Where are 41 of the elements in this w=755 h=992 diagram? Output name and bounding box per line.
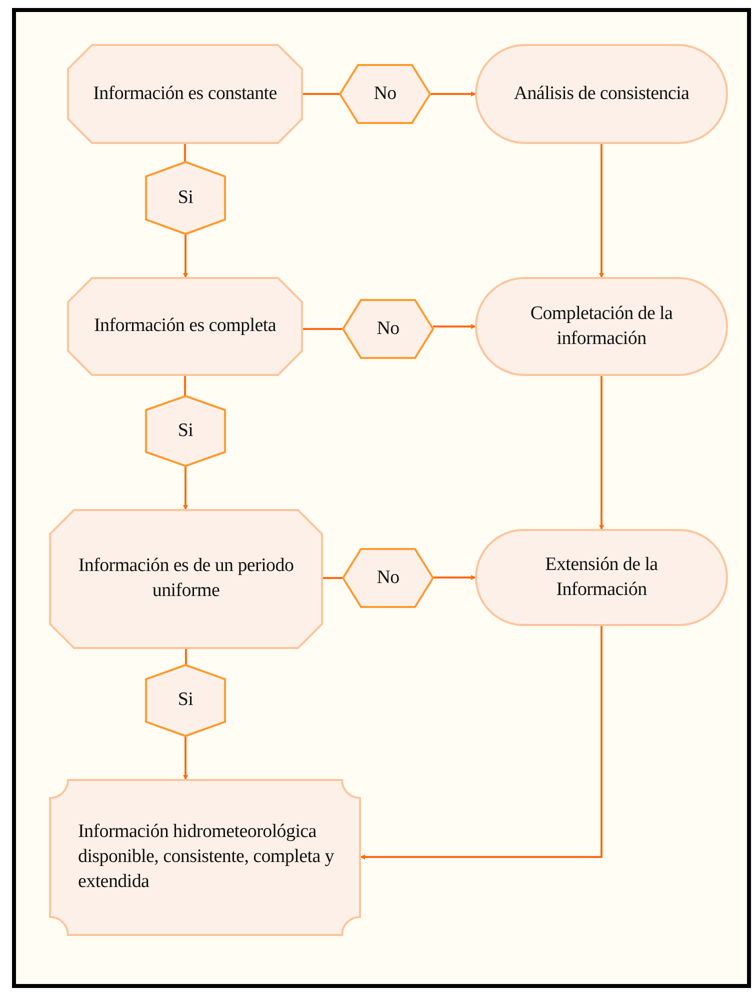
box-label: Análisis de consistencia bbox=[514, 82, 690, 106]
box-label: Información es de un periodo uniforme bbox=[77, 554, 295, 603]
box-label: Información es constante bbox=[93, 82, 277, 106]
box-label: Completación de la información bbox=[529, 302, 674, 350]
process-box bbox=[50, 510, 322, 648]
decision-hexagon bbox=[146, 396, 225, 466]
process-box bbox=[476, 278, 727, 375]
box-label: Extensión de la Información bbox=[544, 552, 659, 602]
connector-line bbox=[185, 648, 187, 665]
decision-hexagon bbox=[146, 162, 225, 234]
process-box bbox=[68, 45, 302, 143]
decision-label: No bbox=[376, 566, 400, 590]
decision-hexagon bbox=[146, 665, 225, 736]
connector-line bbox=[184, 143, 186, 162]
decision-label: Si bbox=[178, 186, 194, 210]
arrow bbox=[183, 736, 188, 780]
decision-label: No bbox=[376, 316, 400, 341]
decision-label: Si bbox=[178, 688, 194, 712]
process-box bbox=[476, 45, 727, 143]
connector-line bbox=[302, 328, 343, 330]
decision-label: No bbox=[374, 82, 396, 106]
decision-hexagon bbox=[343, 300, 433, 358]
decision-hexagon bbox=[343, 549, 433, 607]
arrow bbox=[360, 625, 602, 860]
decision-hexagon bbox=[340, 65, 430, 123]
connector-line bbox=[302, 93, 340, 95]
arrow bbox=[599, 375, 604, 530]
box-label: Información hidrometeorológica disponible, consistente, completa y extendida bbox=[78, 820, 336, 894]
arrow bbox=[430, 92, 476, 96]
connector-line bbox=[184, 375, 186, 396]
connector-line bbox=[322, 577, 343, 579]
process-box bbox=[476, 530, 727, 625]
arrow bbox=[433, 324, 476, 329]
arrow bbox=[183, 234, 188, 278]
box-label: Información es completa bbox=[94, 314, 276, 338]
arrow bbox=[599, 143, 604, 278]
decision-label: Si bbox=[178, 418, 194, 443]
result-box bbox=[50, 780, 360, 935]
arrow bbox=[433, 575, 476, 580]
arrow bbox=[183, 466, 188, 510]
process-box bbox=[68, 278, 302, 375]
